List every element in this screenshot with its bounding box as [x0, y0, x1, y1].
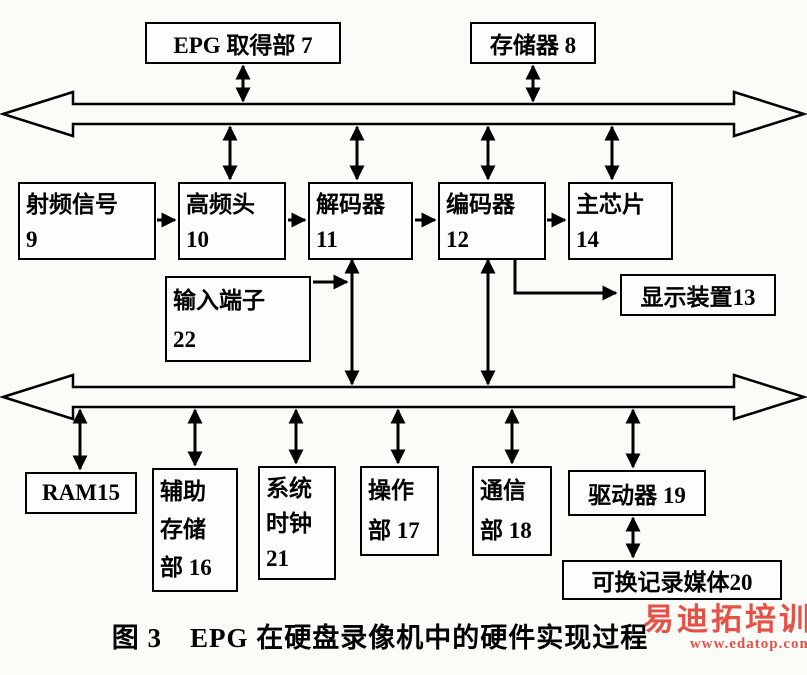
box-label: 存储 [160, 517, 206, 542]
box-label: 驱动器 19 [588, 483, 686, 508]
box-memory: 存储器 8 [470, 22, 596, 64]
box-label: 辅助 [160, 479, 206, 504]
box-label: 输入端子 [173, 288, 265, 313]
watermark: 易迪拓培训 www.edatop.com [643, 602, 807, 652]
figure-caption: 图 3 EPG 在硬盘录像机中的硬件实现过程 [111, 623, 649, 653]
box-aux-storage-unit: 辅助 存储 部 16 [152, 468, 238, 592]
box-number: 9 [26, 227, 38, 252]
box-label: 解码器 [316, 192, 385, 217]
box-label: 主芯片 [576, 192, 645, 217]
box-label: 系统 [266, 476, 312, 501]
box-driver: 驱动器 19 [568, 470, 706, 516]
box-number: 部 17 [368, 518, 420, 543]
box-label: 存储器 8 [489, 33, 577, 58]
box-communication-unit: 通信 部 18 [472, 466, 552, 556]
box-removable-recording-media: 可换记录媒体20 [562, 560, 782, 600]
box-number: 10 [186, 227, 209, 252]
box-label: 可换记录媒体20 [591, 570, 753, 595]
top-bus-arrow [0, 90, 807, 138]
connector-encoder-display [513, 259, 618, 301]
box-number: 部 16 [160, 555, 212, 580]
box-encoder: 编码器 12 [438, 182, 546, 260]
watermark-brand: 易迪拓培训 [643, 602, 807, 637]
box-main-chip: 主芯片 14 [568, 182, 673, 260]
watermark-url: www.edatop.com [689, 635, 807, 652]
box-system-clock: 系统 时钟 21 [258, 466, 336, 580]
box-number: 12 [446, 227, 469, 252]
box-epg-acquisition-unit: EPG 取得部 7 [145, 22, 341, 64]
box-label: 编码器 [446, 192, 515, 217]
box-label: 射频信号 [26, 192, 118, 217]
bottom-bus-arrow [0, 373, 807, 421]
box-number: 22 [173, 327, 196, 352]
box-ram: RAM15 [25, 472, 137, 514]
box-label: 显示装置13 [640, 285, 756, 310]
box-label: RAM15 [42, 480, 120, 505]
box-tuner: 高频头 10 [178, 182, 286, 260]
box-label: EPG 取得部 7 [173, 33, 313, 58]
box-number: 11 [316, 227, 338, 252]
box-label: 操作 [368, 478, 414, 503]
box-rf-signal: 射频信号 9 [18, 182, 156, 260]
box-display-device: 显示装置13 [620, 274, 776, 316]
box-number: 部 18 [480, 518, 532, 543]
box-label: 高频头 [186, 192, 255, 217]
box-number: 21 [266, 546, 289, 571]
box-decoder: 解码器 11 [308, 182, 413, 260]
box-input-terminal: 输入端子 22 [165, 276, 311, 362]
box-label: 通信 [480, 478, 526, 503]
box-operation-unit: 操作 部 17 [360, 466, 439, 556]
box-number: 14 [576, 227, 599, 252]
box-label: 时钟 [266, 511, 312, 536]
